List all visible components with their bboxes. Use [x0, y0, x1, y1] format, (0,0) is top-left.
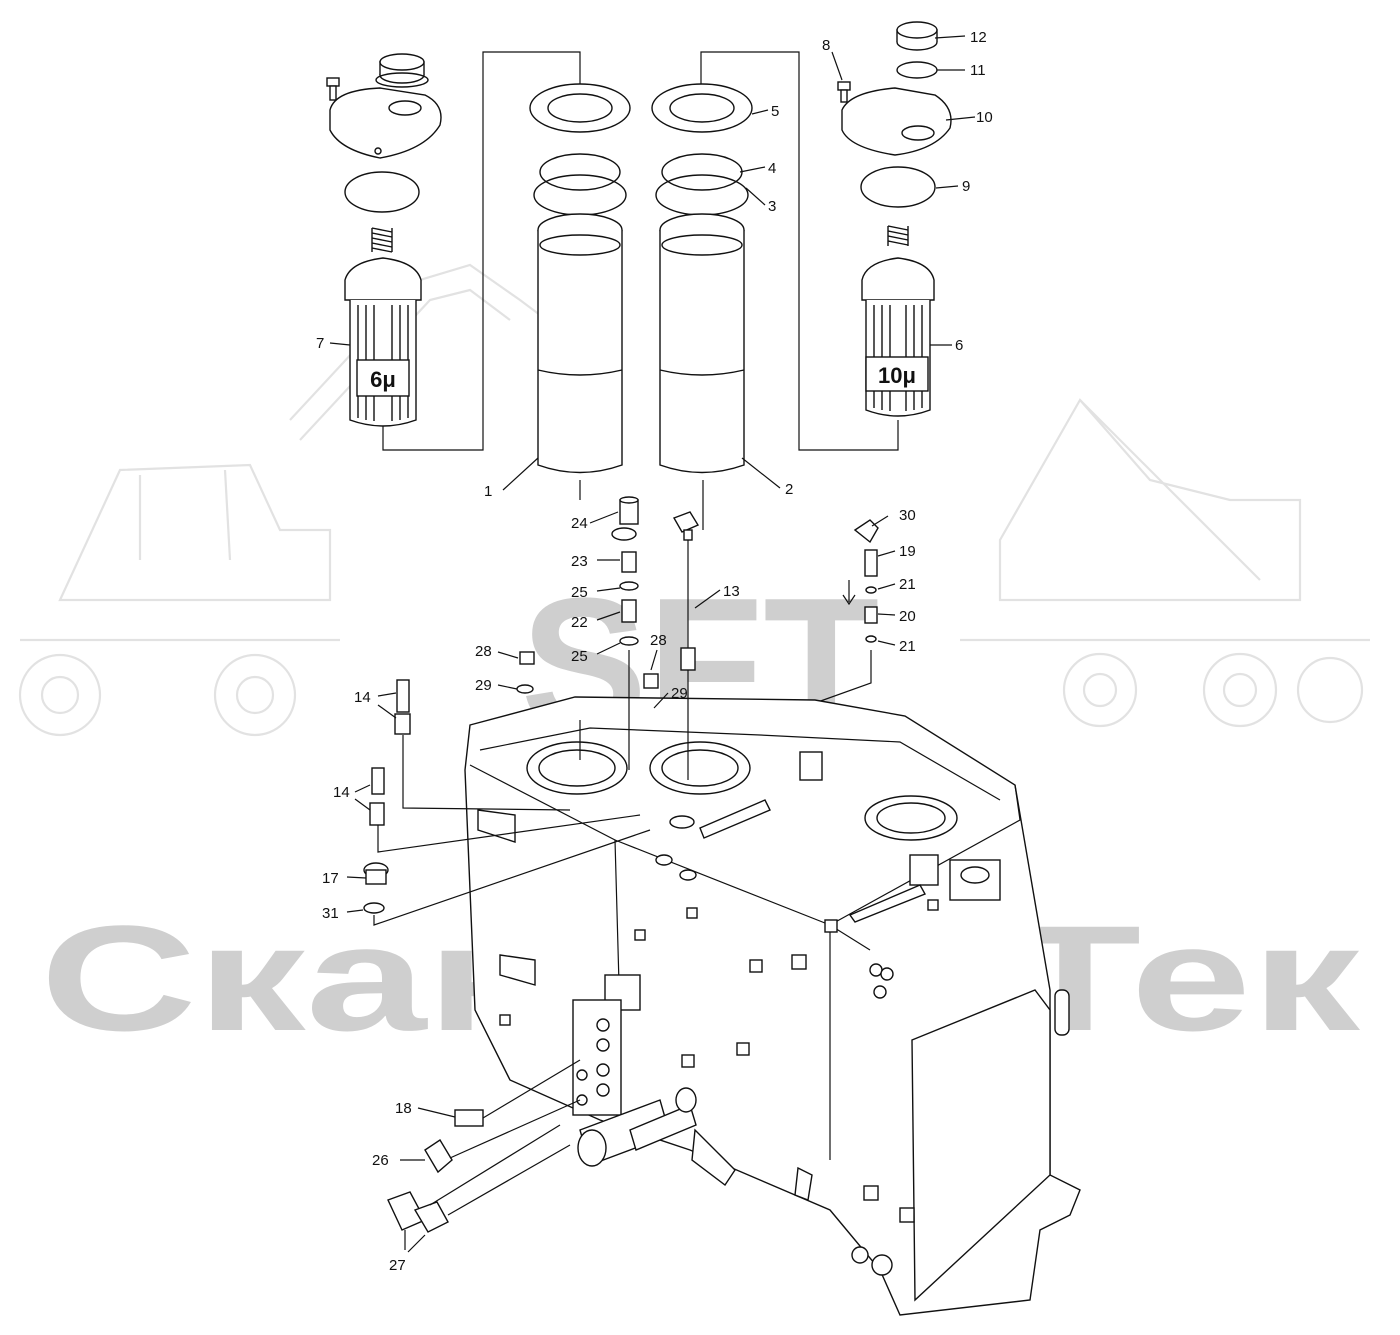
filter-bowl-icon [537, 213, 623, 474]
elbow-45-fitting-icon [424, 1139, 453, 1174]
callout-8: 8 [822, 37, 830, 54]
seal-ring-icon [619, 636, 639, 646]
callout-9: 9 [962, 178, 970, 195]
callout-25: 25 [571, 648, 588, 665]
callout-28: 28 [650, 632, 667, 649]
callout-14: 14 [333, 784, 350, 801]
callout-17: 17 [322, 870, 339, 887]
callout-numbers: 1 2 3 4 5 6 7 8 9 10 11 12 13 14 14 17 1… [316, 29, 993, 1274]
breather-cap-icon [611, 496, 639, 541]
temperature-sensor-icon [369, 679, 411, 826]
cap-plug-icon [375, 53, 429, 88]
callout-1: 1 [484, 483, 492, 500]
bolt-icon [837, 81, 851, 103]
callout-12: 12 [970, 29, 987, 46]
o-ring-icon [655, 174, 749, 216]
callout-26: 26 [372, 1152, 389, 1169]
elbow-45-fitting-icon [387, 1191, 449, 1233]
callout-25: 25 [571, 584, 588, 601]
elbow-fitting-icon [853, 519, 879, 544]
hydraulic-tank [464, 696, 1081, 1316]
right-filter-assembly: 10μ [837, 21, 952, 417]
o-ring-icon [896, 61, 938, 79]
callout-21: 21 [899, 638, 916, 655]
callout-13: 13 [723, 583, 740, 600]
center-filter-housings [529, 83, 753, 474]
callout-29: 29 [671, 685, 688, 702]
group-brackets [382, 51, 899, 500]
callout-24: 24 [571, 515, 588, 532]
callout-27: 27 [389, 1257, 406, 1274]
o-ring-icon [860, 166, 936, 208]
outlet-tube-icon [577, 1087, 697, 1167]
callout-22: 22 [571, 614, 588, 631]
callout-20: 20 [899, 608, 916, 625]
o-ring-icon [533, 174, 627, 216]
callout-21: 21 [899, 576, 916, 593]
adapter-fitting-icon [864, 549, 878, 577]
nipple-fitting-icon [621, 599, 637, 623]
filter-rating-right: 10μ [878, 363, 916, 388]
excavator-watermark-right [960, 398, 1370, 728]
level-sensor-icon [672, 511, 700, 671]
callout-29: 29 [475, 677, 492, 694]
seal-ring-icon [865, 586, 877, 594]
callout-6: 6 [955, 337, 963, 354]
callout-28: 28 [475, 643, 492, 660]
leader-lines [329, 35, 976, 1253]
callout-18: 18 [395, 1100, 412, 1117]
filter-element-6-micron-icon [344, 257, 422, 427]
callout-10: 10 [976, 109, 993, 126]
callout-5: 5 [771, 103, 779, 120]
filter-element-10-micron-icon [861, 257, 935, 417]
fittings-column [363, 496, 879, 914]
callout-31: 31 [322, 905, 339, 922]
callout-14: 14 [354, 689, 371, 706]
callout-30: 30 [899, 507, 916, 524]
cap-plug-icon [896, 21, 938, 51]
tractor-watermark-left [18, 263, 561, 737]
direction-arrow-icon [842, 580, 856, 606]
drain-plug-icon [363, 862, 389, 914]
spring-icon [887, 225, 909, 246]
callout-7: 7 [316, 335, 324, 352]
cover-plate-icon [841, 87, 952, 156]
o-ring-icon [344, 171, 420, 213]
check-valve-icon [864, 606, 878, 624]
callout-2: 2 [785, 481, 793, 498]
seal-ring-icon [619, 581, 639, 591]
lower-fittings [387, 1109, 484, 1233]
filter-rating-left: 6μ [370, 367, 396, 392]
straight-fitting-icon [454, 1109, 484, 1127]
o-ring-icon [539, 153, 621, 191]
filter-bowl-icon [659, 213, 745, 474]
callout-11: 11 [970, 62, 986, 79]
spring-icon [371, 227, 393, 253]
callout-23: 23 [571, 553, 588, 570]
adapter-fitting-icon [621, 551, 637, 573]
callout-3: 3 [768, 198, 776, 215]
seal-ring-icon [865, 635, 877, 643]
bolt-icon [326, 77, 340, 101]
left-filter-assembly: 6μ [326, 53, 442, 427]
callout-19: 19 [899, 543, 916, 560]
callout-4: 4 [768, 160, 776, 177]
cover-plate-icon [329, 87, 442, 159]
o-ring-icon [661, 153, 743, 191]
